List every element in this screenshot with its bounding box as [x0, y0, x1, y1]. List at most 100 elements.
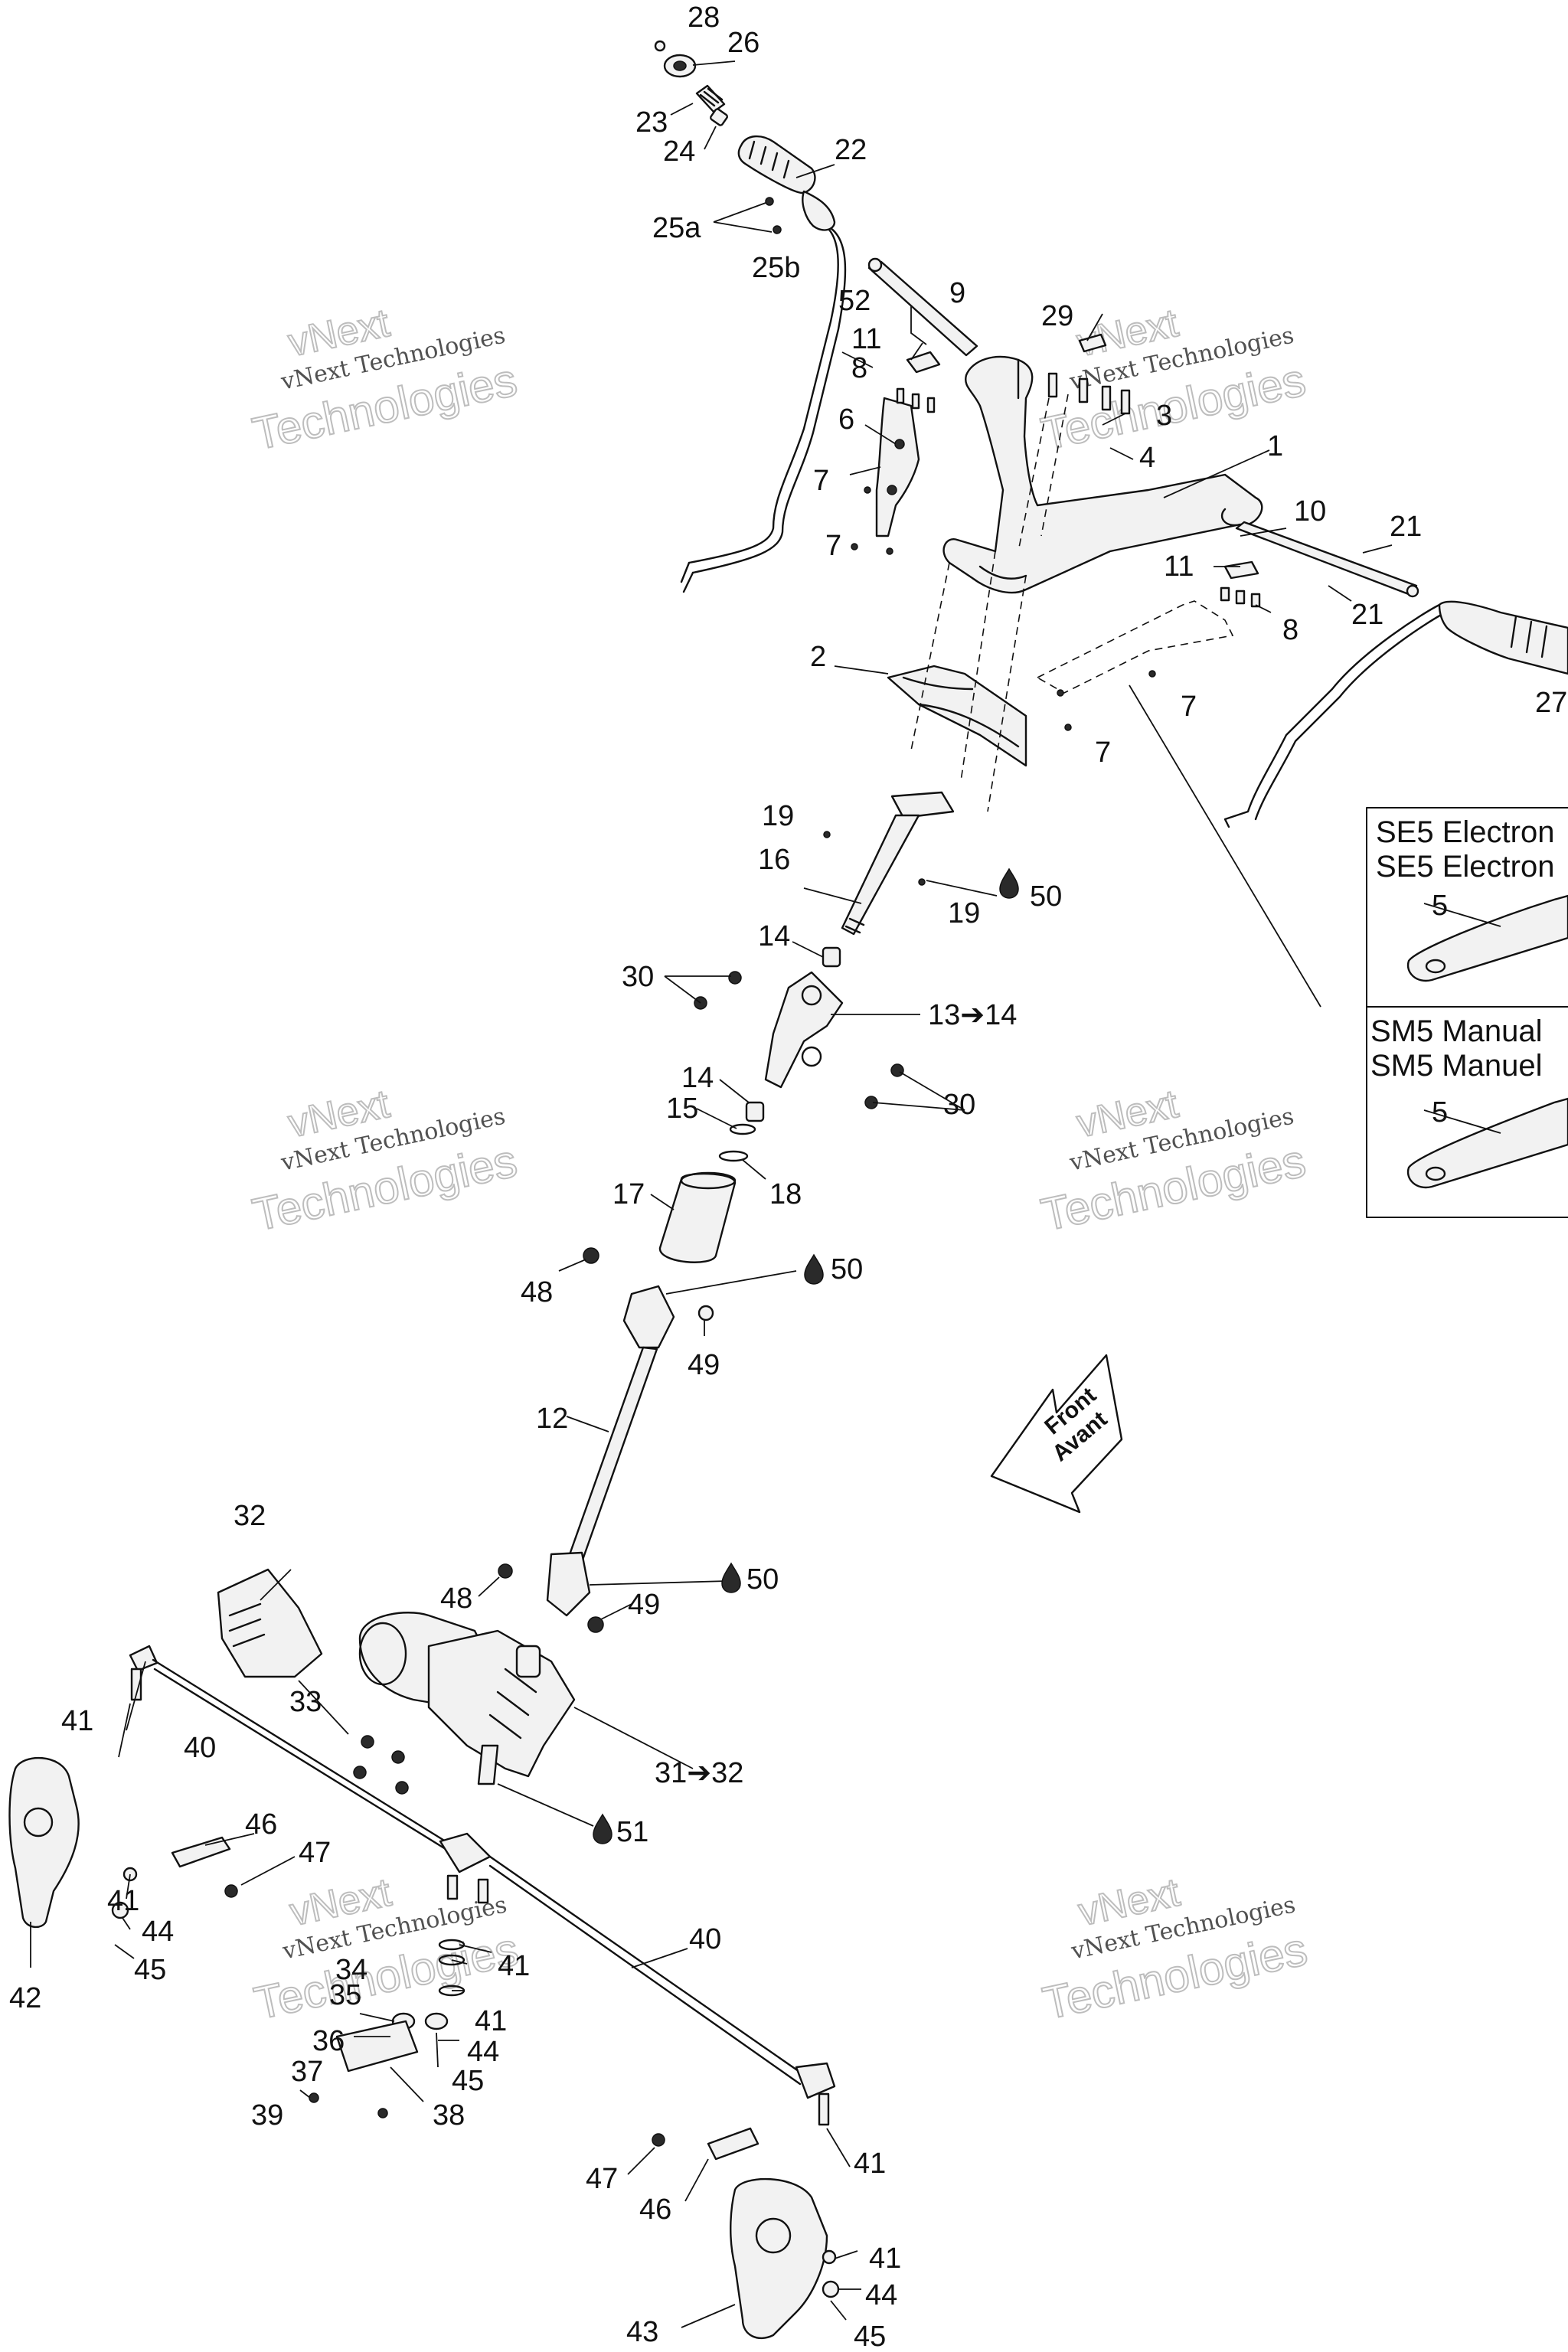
callout-11a: 11 [851, 323, 881, 355]
callout-19a: 19 [762, 800, 794, 832]
part-13-steering-block [764, 971, 844, 1089]
callout-3: 3 [1156, 400, 1172, 432]
callout-48a: 48 [521, 1276, 553, 1308]
callout-32: 32 [234, 1500, 266, 1532]
callout-43: 43 [626, 2316, 658, 2348]
callout-2: 2 [810, 641, 826, 673]
part-32-control-module [217, 1568, 323, 1678]
callout-30b: 30 [943, 1089, 975, 1121]
callout-18: 18 [769, 1178, 802, 1210]
part-16-flange [890, 791, 955, 819]
part-14-bushing-upper [822, 946, 841, 968]
part-46-steering-arm [171, 1836, 231, 1868]
callout-22: 22 [835, 134, 867, 166]
callout-19b: 19 [948, 897, 980, 929]
part-48-bolt-lower [498, 1563, 513, 1579]
callout-25a: 25a [652, 212, 701, 244]
part-30-bolt-a [728, 971, 742, 985]
callout-46b: 46 [639, 2194, 671, 2226]
callout-28: 28 [688, 2, 720, 34]
callout-12: 12 [536, 1403, 568, 1435]
callout-29: 29 [1041, 300, 1073, 332]
callout-7d: 7 [1095, 737, 1111, 769]
callout-50b: 50 [831, 1253, 863, 1285]
tie-rods-group [129, 1645, 836, 2126]
callout-47b: 47 [586, 2163, 618, 2195]
sm5-label-line2: SM5 Manuel [1370, 1049, 1543, 1083]
callout-15: 15 [666, 1093, 698, 1125]
oil-drop-icon [804, 1253, 824, 1285]
sm5-label-line1: SM5 Manual [1370, 1014, 1543, 1048]
watermark-4: vNext vNext Technologies Technologies [1036, 1081, 1311, 1242]
callout-33: 33 [289, 1686, 322, 1718]
part-7-bracket-outline [1036, 600, 1234, 694]
callout-40b: 40 [689, 1923, 721, 1955]
lower-u-joint [546, 1551, 591, 1617]
power-steering-unit-group [217, 1568, 576, 1795]
right-bar-group [1223, 521, 1568, 828]
callout-4: 4 [1139, 442, 1155, 474]
variant-box: SE5 Electron SE5 Electron SM5 Manual SM5… [1366, 807, 1568, 1218]
center-tie-rod-joint [439, 1832, 492, 1873]
part-38-bracket [335, 2020, 419, 2073]
callout-9: 9 [949, 277, 965, 309]
part-25b-screw [773, 225, 782, 234]
watermark-2: vNext vNext Technologies Technologies [1036, 300, 1311, 461]
part-2-boot [887, 665, 1027, 767]
callout-25b: 25b [752, 252, 800, 284]
callout-8b: 8 [1282, 614, 1298, 646]
callout-42: 42 [9, 1982, 41, 2014]
callout-38: 38 [433, 2099, 465, 2132]
callout-7c: 7 [1181, 691, 1197, 723]
callout-45b: 45 [452, 2065, 484, 2097]
upper-u-joint [622, 1285, 675, 1349]
callout-7b: 7 [825, 530, 841, 562]
callout-1: 1 [1267, 430, 1283, 462]
part-15-washer [729, 1123, 756, 1135]
part-47-bolt [224, 1884, 238, 1898]
part-31-steering-unit [427, 1629, 576, 1778]
callout-41a: 41 [61, 1705, 93, 1737]
right-tie-rod-end [795, 2062, 836, 2099]
callout-8a: 8 [851, 352, 867, 384]
callout-17: 17 [612, 1178, 645, 1210]
callout-16: 16 [758, 844, 790, 876]
part-19-pin-a [823, 831, 831, 838]
callout-48b: 48 [440, 1583, 472, 1615]
callout-50c: 50 [746, 1563, 779, 1596]
part-22-grip [737, 135, 816, 194]
callout-7a: 7 [813, 465, 829, 497]
part-44-nut-right [822, 2280, 840, 2298]
callout-14b: 14 [681, 1062, 714, 1094]
part-33-bolt-a [361, 1735, 374, 1749]
right-bracket-group [1036, 333, 1261, 731]
callout-35: 35 [329, 1979, 361, 2011]
callout-44a: 44 [142, 1916, 174, 1948]
callout-31: 31➔32 [655, 1757, 743, 1789]
callout-10: 10 [1294, 495, 1326, 528]
callout-13: 13➔14 [928, 999, 1017, 1031]
callout-51: 51 [616, 1816, 648, 1848]
callout-14a: 14 [758, 920, 790, 952]
oil-drop-icon [721, 1562, 741, 1593]
callout-45a: 45 [134, 1954, 166, 1986]
steering-shaft-group [658, 791, 955, 1263]
part-14-bushing-lower [745, 1101, 765, 1122]
callout-41d: 41 [475, 2005, 507, 2037]
part-5-se5-bracket [1406, 894, 1568, 982]
watermark-3: vNext vNext Technologies Technologies [247, 1081, 522, 1242]
intermediate-shaft-group [498, 1247, 714, 1633]
part-49-nut-upper [697, 1305, 714, 1321]
handlebar-assembly [867, 257, 1263, 812]
part-12-shaft [567, 1346, 658, 1563]
part-41-washer-right [822, 2249, 837, 2265]
part-28-screw [654, 40, 666, 52]
callout-24: 24 [663, 136, 695, 168]
part-16-shaft [841, 814, 920, 936]
right-spindle-group [652, 2127, 840, 2340]
callout-37: 37 [291, 2056, 323, 2088]
front-arrow-icon: Front Avant [990, 1354, 1123, 1514]
callout-49a: 49 [688, 1349, 720, 1381]
watermark-6: vNext vNext Technologies Technologies [1037, 1870, 1312, 2030]
